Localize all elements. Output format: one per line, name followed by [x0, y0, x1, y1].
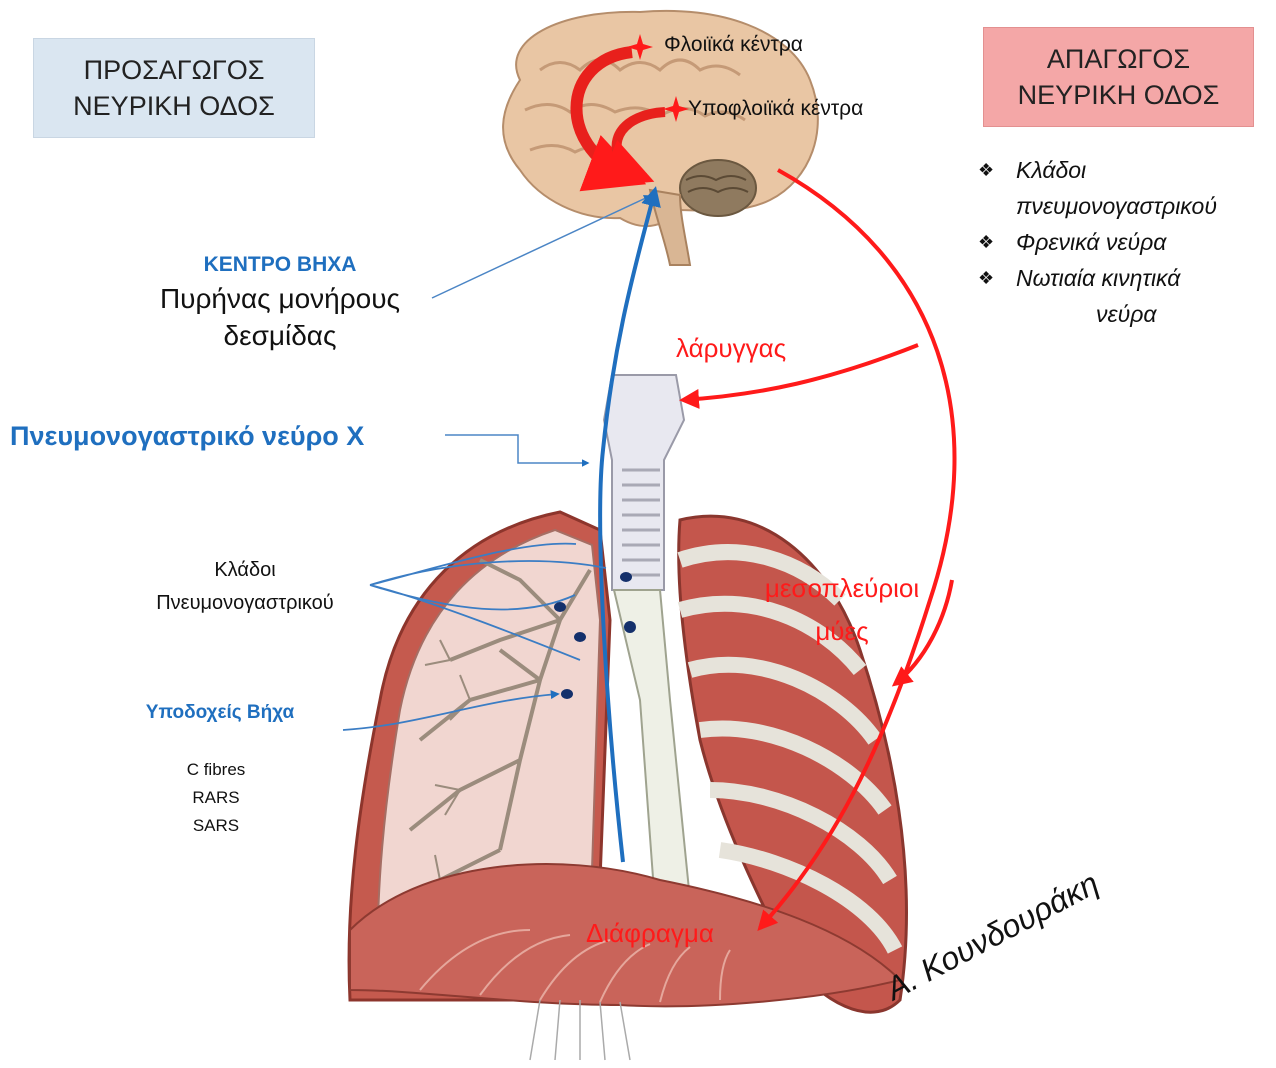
cough-center-line2: δεσμίδας: [130, 320, 430, 352]
receptor-node: [574, 632, 586, 642]
receptor-node: [624, 621, 636, 633]
cough-center-title: ΚΕΝΤΡΟ ΒΗΧΑ: [150, 253, 410, 277]
afferent-box-line1: ΠΡΟΣΑΓΩΓΟΣ: [73, 52, 275, 88]
vagus-label-pointer: [445, 435, 588, 463]
efferent-list-item: ❖ Φρενικά νεύρα: [978, 224, 1273, 260]
efferent-item-line1: Κλάδοι: [1016, 152, 1273, 188]
efferent-pathway-box: ΑΠΑΓΩΓΟΣ ΝΕΥΡΙΚΗ ΟΔΟΣ: [983, 27, 1254, 127]
vagus-nerve-label: Πνευμονογαστρικό νεύρο Χ: [10, 421, 364, 452]
diaphragm-label: Διάφραγμα: [586, 918, 714, 949]
efferent-item-line2: νεύρα: [1016, 296, 1273, 332]
efferent-box-line1: ΑΠΑΓΩΓΟΣ: [1018, 41, 1220, 77]
cortical-centers-label: Φλοιϊκά κέντρα: [664, 33, 803, 57]
vagus-branches-line2: Πνευμονογαστρικού: [120, 592, 370, 615]
receptor-node: [561, 689, 573, 699]
receptor-item: RARS: [166, 788, 266, 808]
subcortical-centers-label: Υποφλοιϊκά κέντρα: [688, 97, 863, 121]
receptor-node: [554, 602, 566, 612]
vagus-branches-line1: Κλάδοι: [140, 559, 350, 582]
efferent-item-line2: πνευμονογαστρικού: [1016, 188, 1273, 224]
efferent-list-item: ❖ Νωτιαία κινητικά νεύρα: [978, 260, 1273, 332]
afferent-pathway-box: ΠΡΟΣΑΓΩΓΟΣ ΝΕΥΡΙΚΗ ΟΔΟΣ: [33, 38, 315, 138]
efferent-list-item: ❖ Κλάδοι πνευμονογαστρικού: [978, 152, 1273, 224]
efferent-item-line1: Νωτιαία κινητικά: [1016, 260, 1273, 296]
sternum-illustration: [614, 590, 690, 905]
receptor-node: [620, 572, 632, 582]
efferent-box-line2: ΝΕΥΡΙΚΗ ΟΔΟΣ: [1018, 77, 1220, 113]
cough-center-pointer: [432, 196, 650, 298]
efferent-item-line1: Φρενικά νεύρα: [1016, 224, 1273, 260]
trachea-illustration: [604, 375, 684, 590]
receptor-item: C fibres: [166, 760, 266, 780]
diamond-bullet-icon: ❖: [978, 260, 994, 296]
cough-center-line1: Πυρήνας μονήρους: [130, 283, 430, 315]
receptor-item: SARS: [166, 816, 266, 836]
intercostal-label-line1: μεσοπλεύριοι: [742, 573, 942, 604]
cough-receptors-title: Υποδοχείς Βήχα: [105, 702, 335, 724]
afferent-box-line2: ΝΕΥΡΙΚΗ ΟΔΟΣ: [73, 88, 275, 124]
diamond-bullet-icon: ❖: [978, 152, 994, 188]
intercostal-label-line2: μύες: [742, 616, 942, 647]
efferent-list: ❖ Κλάδοι πνευμονογαστρικού ❖ Φρενικά νεύ…: [978, 152, 1273, 332]
larynx-label: λάρυγγας: [676, 333, 786, 364]
diamond-bullet-icon: ❖: [978, 224, 994, 260]
